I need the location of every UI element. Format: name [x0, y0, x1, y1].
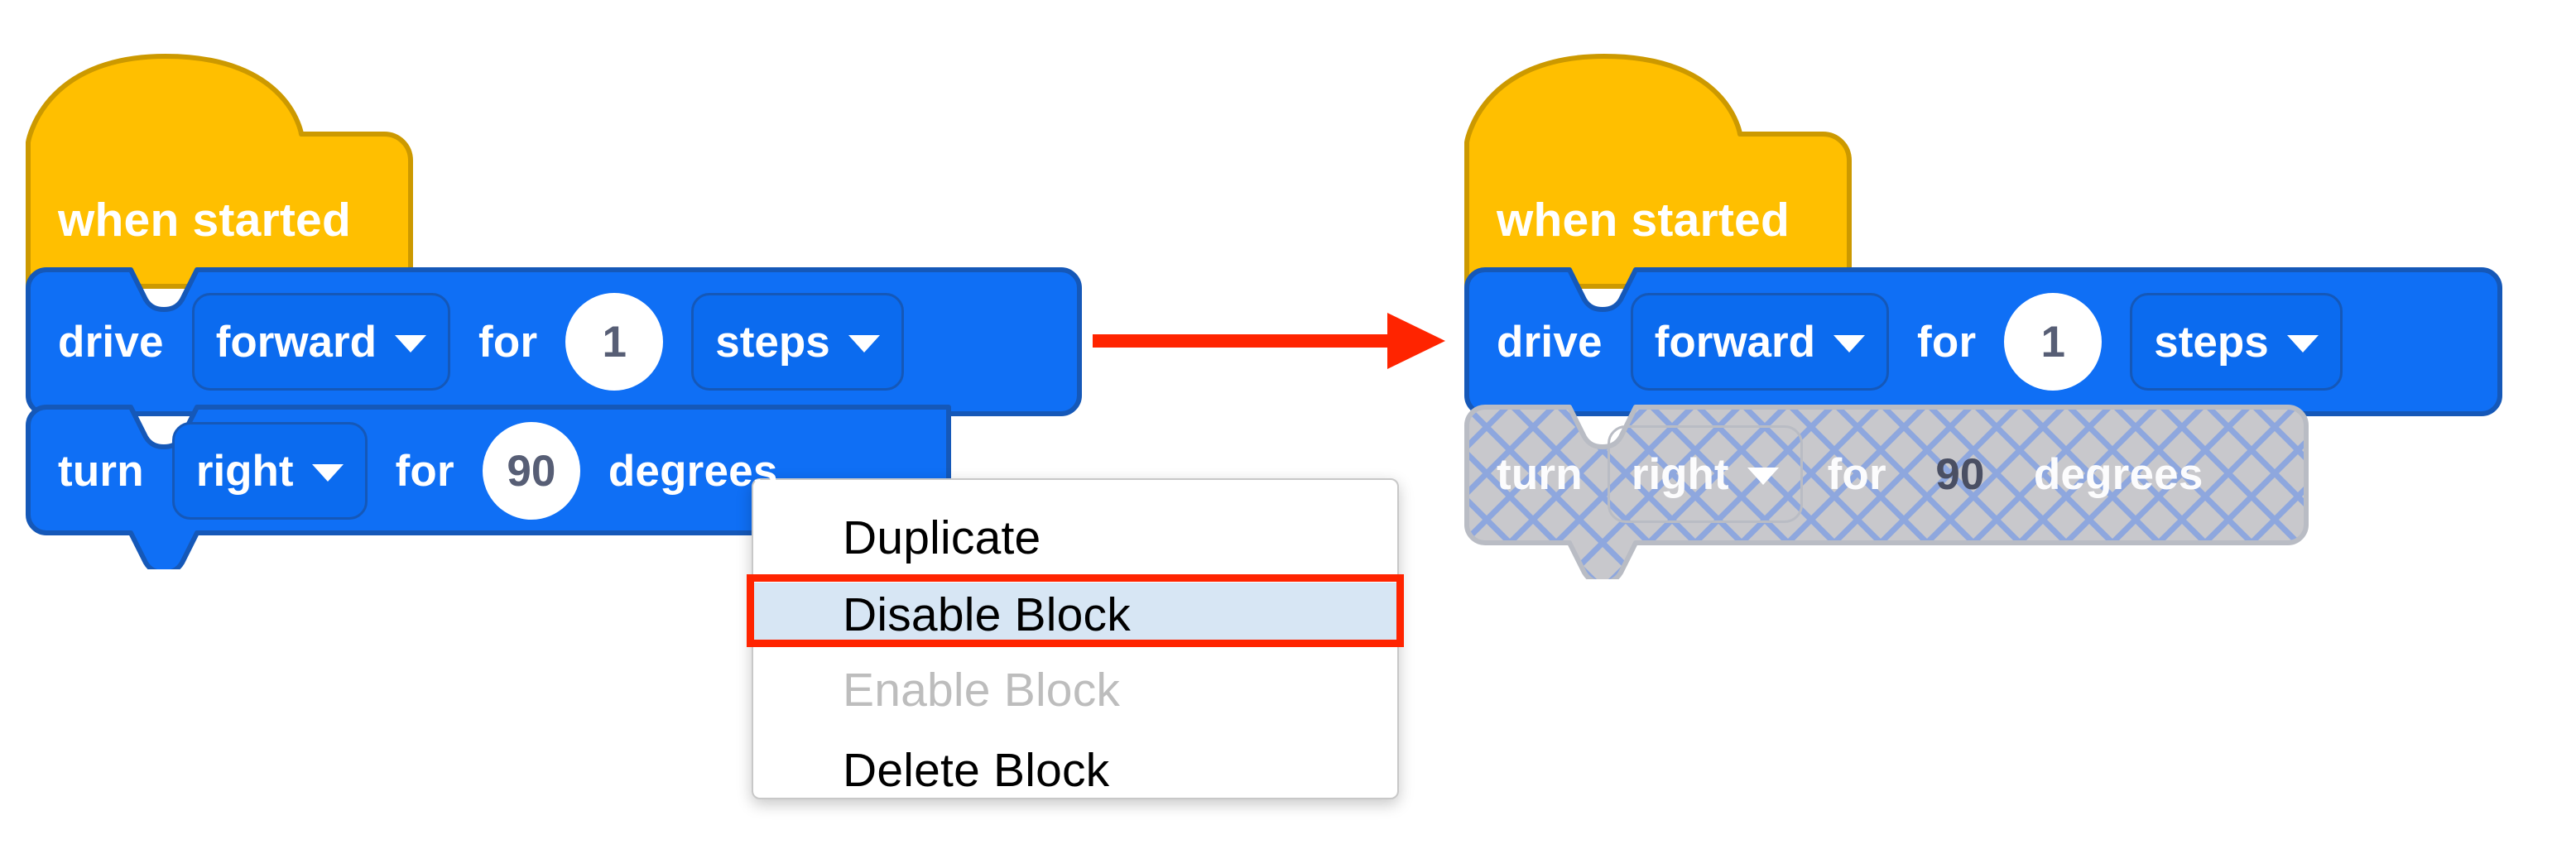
drive-unit-value: steps [2154, 317, 2269, 367]
chevron-down-icon [848, 334, 880, 353]
turn-unit-label: degrees [2033, 449, 2204, 499]
drive-amount-input[interactable]: 1 [2004, 293, 2103, 391]
turn-direction-value: right [1631, 449, 1729, 499]
context-menu-item-duplicate[interactable]: Duplicate [753, 493, 1397, 583]
turn-direction-dropdown[interactable]: right [171, 422, 368, 520]
turn-amount-value: 90 [507, 446, 556, 496]
block-context-menu[interactable]: Duplicate Disable Block Enable Block Del… [752, 478, 1399, 799]
chevron-down-icon [395, 334, 427, 353]
context-menu-item-label: Disable Block [843, 588, 1131, 641]
turn-verb-label: turn [58, 446, 144, 496]
disabled-turn-block-shape [1464, 405, 2309, 579]
when-started-hat-block-before[interactable]: when started [25, 41, 414, 290]
drive-amount-value: 1 [602, 317, 627, 367]
drive-unit-dropdown[interactable]: steps [2130, 293, 2343, 391]
right-arrow-icon [1093, 313, 1445, 369]
turn-unit-label: degrees [608, 446, 778, 496]
context-menu-item-label: Duplicate [843, 511, 1041, 564]
drive-verb-label: drive [58, 317, 164, 367]
drive-block-before[interactable]: drive forward for 1 steps [25, 266, 1083, 417]
hat-block-shape [26, 54, 413, 289]
when-started-hat-block-after[interactable]: when started [1463, 41, 1853, 290]
context-menu-item-disable-block[interactable]: Disable Block [753, 583, 1397, 647]
chevron-down-icon [311, 463, 344, 482]
turn-block-row: turn right for 90 degrees [1497, 425, 2204, 523]
turn-connector-label: for [395, 446, 454, 496]
drive-unit-value: steps [715, 317, 830, 367]
turn-amount-input[interactable]: 90 [482, 422, 580, 520]
hat-block-label: when started [58, 194, 351, 247]
drive-connector-label: for [478, 317, 538, 367]
context-menu-item-label: Enable Block [843, 664, 1121, 717]
turn-connector-label: for [1827, 449, 1886, 499]
turn-block-before[interactable]: turn right for 90 degrees [25, 404, 952, 569]
chevron-down-icon [1747, 467, 1779, 485]
hat-block-shape [1464, 54, 1852, 289]
drive-unit-dropdown[interactable]: steps [691, 293, 904, 391]
drive-block-row: drive forward for 1 steps [58, 293, 904, 391]
turn-verb-label: turn [1497, 449, 1583, 499]
hat-block-label: when started [1497, 194, 1790, 247]
turn-direction-value: right [195, 446, 294, 496]
drive-amount-value: 1 [2040, 317, 2066, 367]
turn-amount-value: 90 [1935, 449, 1985, 499]
drive-direction-dropdown[interactable]: forward [191, 293, 451, 391]
drive-verb-label: drive [1497, 317, 1603, 367]
context-menu-item-delete-block[interactable]: Delete Block [753, 733, 1397, 798]
drive-amount-input[interactable]: 1 [565, 293, 664, 391]
chevron-down-icon [1833, 334, 1866, 353]
turn-block-row: turn right for 90 degrees [58, 422, 778, 520]
chevron-down-icon [2286, 334, 2319, 353]
turn-block-after-disabled[interactable]: turn right for 90 degrees [1463, 404, 2309, 579]
drive-connector-label: for [1917, 317, 1977, 367]
turn-amount-input[interactable]: 90 [1911, 425, 2009, 523]
context-menu-item-enable-block: Enable Block [753, 647, 1397, 733]
drive-direction-value: forward [1654, 317, 1816, 367]
drive-direction-dropdown[interactable]: forward [1630, 293, 1890, 391]
drive-block-after[interactable]: drive forward for 1 steps [1463, 266, 2503, 417]
drive-block-row: drive forward for 1 steps [1497, 293, 2343, 391]
drive-direction-value: forward [215, 317, 377, 367]
turn-direction-dropdown[interactable]: right [1607, 425, 1803, 523]
context-menu-item-label: Delete Block [843, 744, 1110, 797]
